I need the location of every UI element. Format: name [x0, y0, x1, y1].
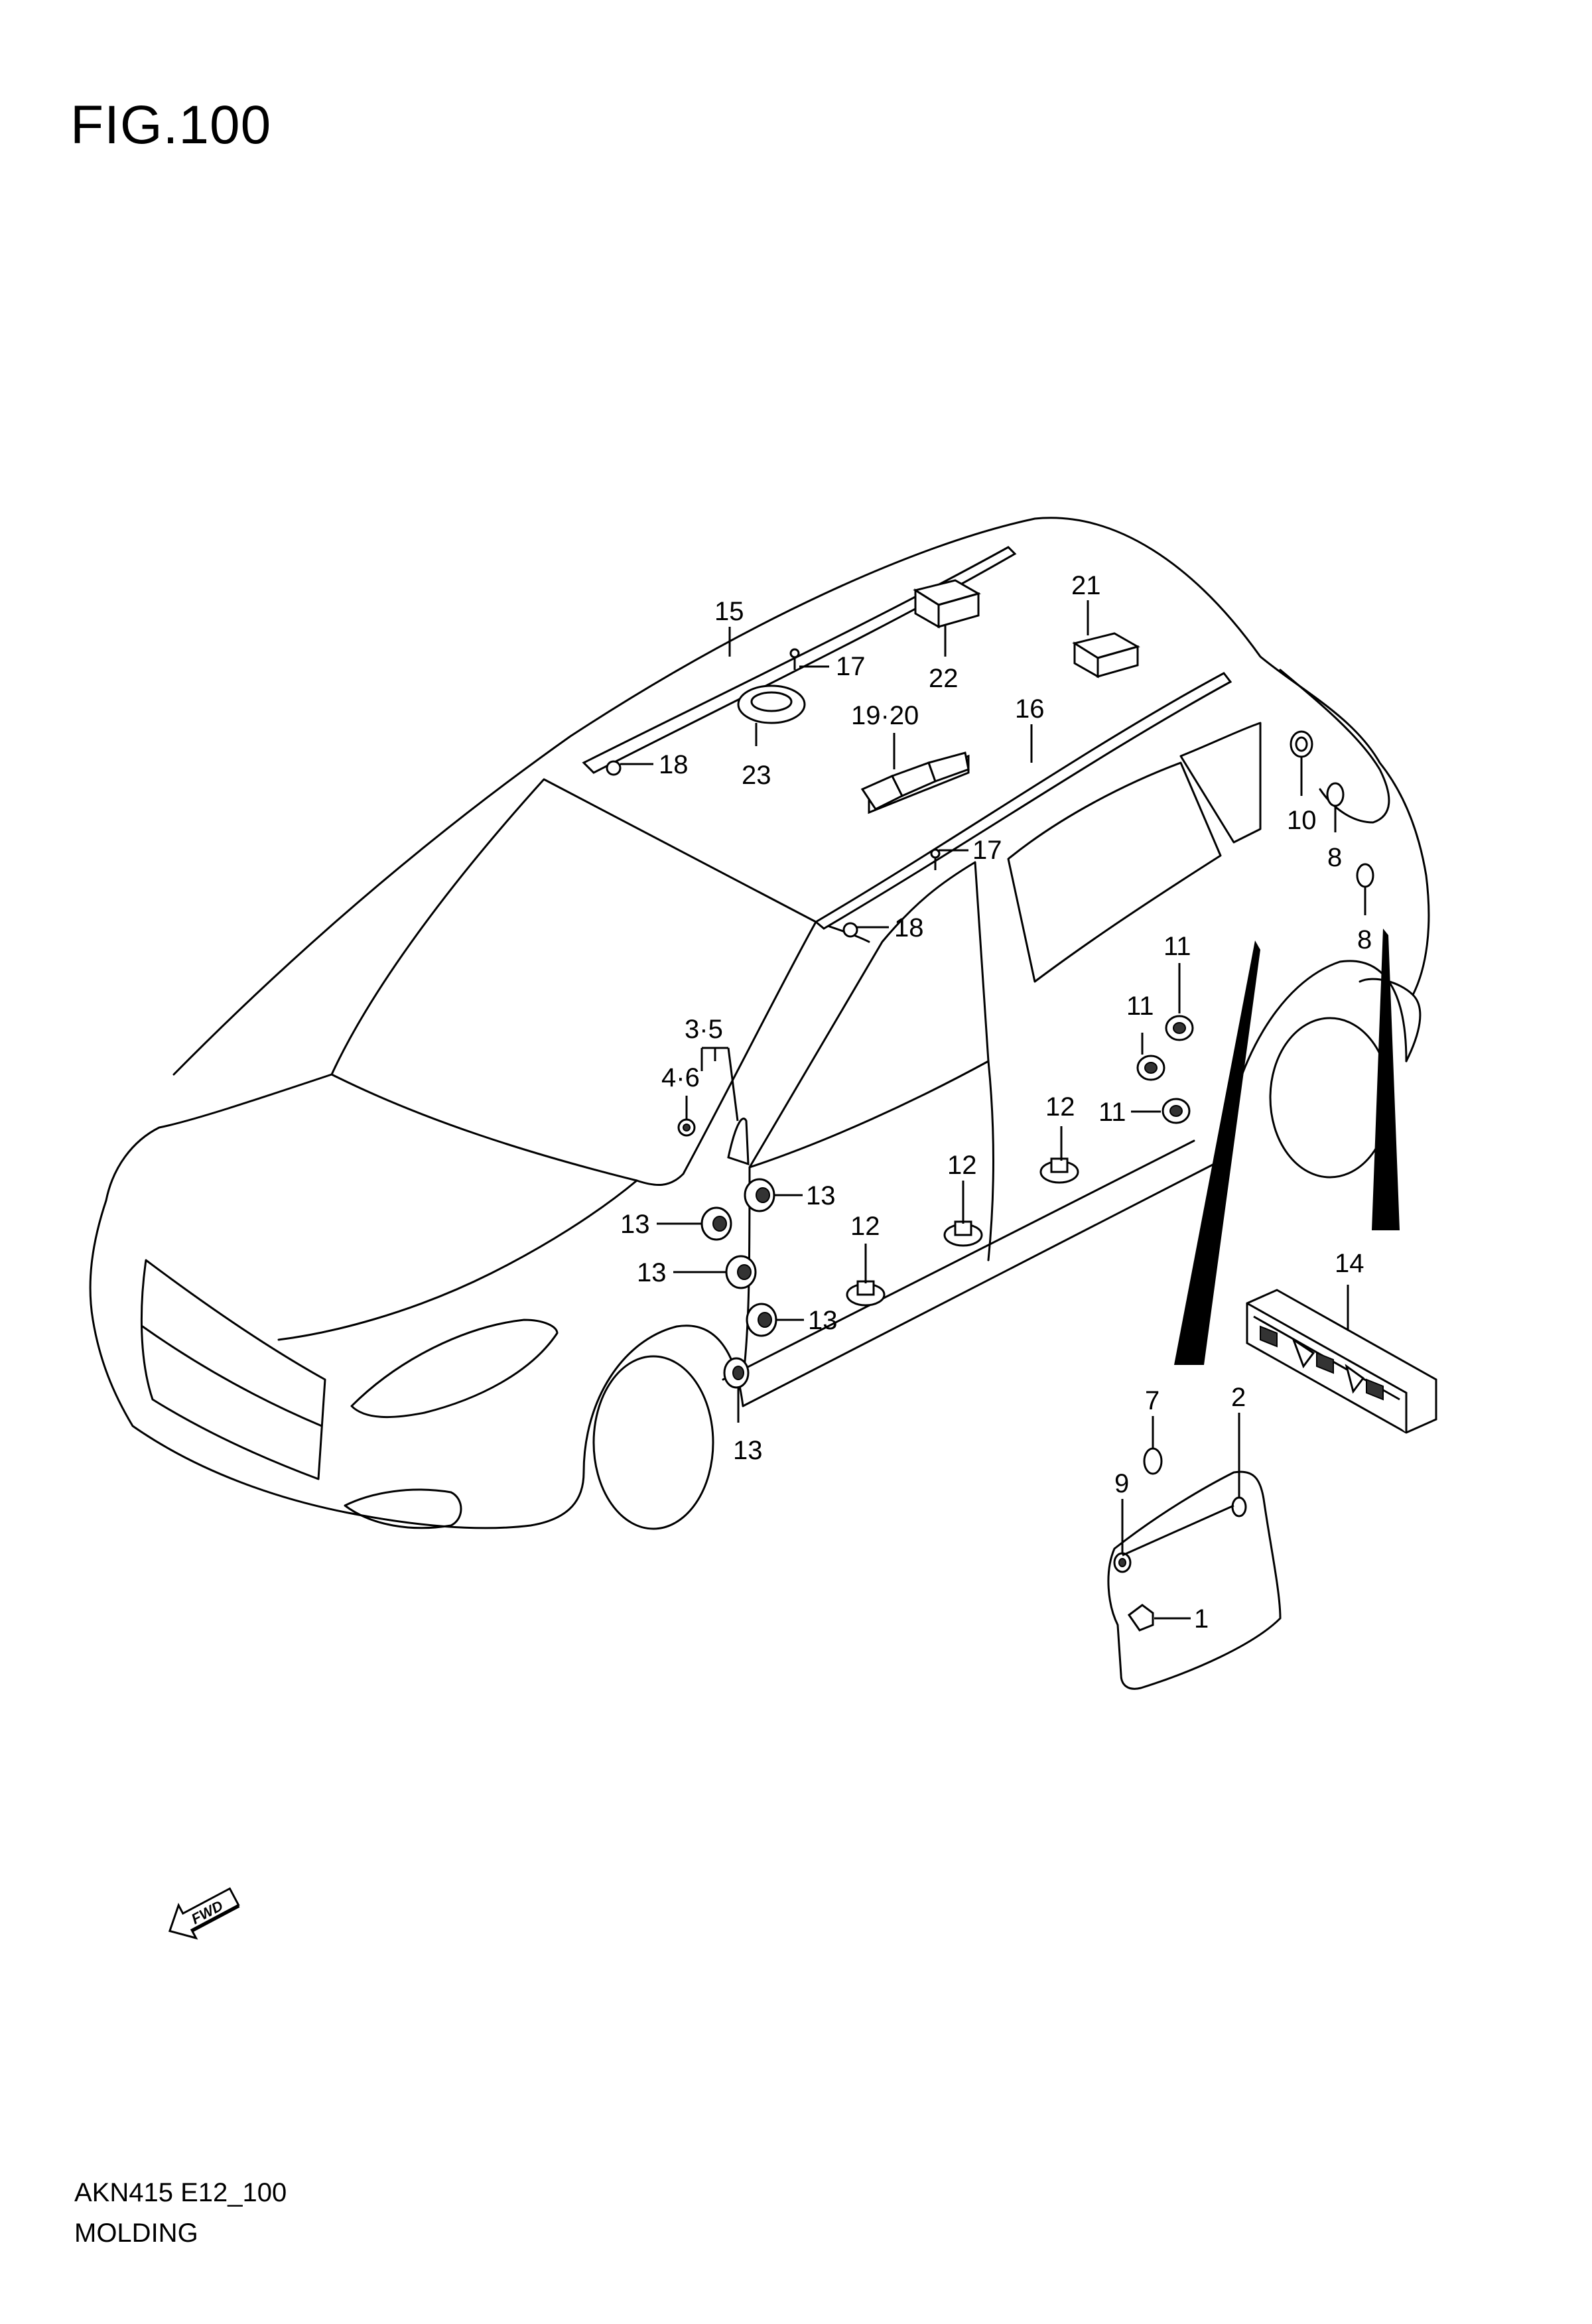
part-10-grommet: [1290, 730, 1313, 758]
callout-22: 22: [929, 664, 959, 693]
car-rear-bumper: [1359, 978, 1422, 1063]
explode-wedge-mud-flap: [1174, 940, 1260, 1365]
part-12-nut-mid: [943, 1220, 983, 1247]
part-11-grommet-mid: [1136, 1055, 1165, 1081]
part-11-grommet-low: [1161, 1098, 1191, 1124]
part-2-mud-flap: [1107, 1470, 1282, 1690]
part-13-grommet-1: [744, 1178, 775, 1212]
callout-3-5: 3·5: [685, 1015, 723, 1044]
callout-labels: 15 17 22 21 18 23 19·20 16 10 8 8 17 18 …: [620, 571, 1372, 1634]
callout-18-upper: 18: [659, 750, 689, 779]
part-9-clip: [1113, 1552, 1132, 1573]
car-windshield: [330, 778, 817, 1187]
callout-21: 21: [1071, 571, 1101, 600]
car-front-wheel: [592, 1355, 714, 1530]
figure-name: MOLDING: [74, 2219, 198, 2248]
part-22-pad: [913, 579, 981, 629]
car-front-fascia: [89, 1199, 585, 1529]
callout-23: 23: [742, 761, 771, 790]
explode-wedge-step: [1372, 929, 1400, 1230]
callout-8-lower: 8: [1357, 925, 1372, 954]
callout-12-right: 12: [1045, 1092, 1075, 1122]
part-2-flap-hole: [1231, 1496, 1247, 1517]
callout-9: 9: [1114, 1469, 1129, 1498]
car-rear-wheel: [1269, 1017, 1391, 1179]
callout-7: 7: [1145, 1386, 1160, 1415]
car-rear-door-line: [987, 1060, 994, 1261]
part-11-grommet-top: [1165, 1015, 1194, 1041]
callout-12-left: 12: [850, 1212, 880, 1241]
car-grille-bar: [141, 1325, 323, 1427]
roof-molding-left: [582, 546, 1017, 774]
part-7-plug: [1143, 1447, 1163, 1475]
part-13-grommet-4: [746, 1303, 777, 1337]
callout-17-upper: 17: [836, 652, 866, 681]
part-23-grommet: [737, 684, 806, 724]
part-12-nut-right: [1039, 1157, 1079, 1184]
car-front-side-window: [748, 861, 990, 1169]
callout-10: 10: [1287, 806, 1317, 835]
callout-14: 14: [1335, 1249, 1364, 1278]
part-8-plug-lower: [1356, 863, 1374, 888]
part-17-clip-lower: [930, 848, 941, 870]
car-rocker: [722, 1139, 1222, 1407]
car-rear-side-window: [1007, 761, 1222, 983]
callout-15: 15: [714, 597, 744, 626]
callout-12-mid: 12: [947, 1151, 977, 1180]
figure-title: FIG.100: [70, 95, 272, 155]
car-quarter-window: [1179, 722, 1262, 844]
part-13-grommet-5: [723, 1357, 750, 1389]
part-3-5-garnish: [727, 1118, 750, 1166]
part-14-side-step: [1246, 1289, 1437, 1434]
car-roof-outline: [172, 517, 1430, 1076]
callout-13-1: 13: [806, 1181, 836, 1210]
callout-17-lower: 17: [972, 836, 1002, 865]
part-17-clip-upper: [789, 648, 800, 670]
part-12-nut-left: [846, 1280, 886, 1307]
part-1-screw: [1127, 1604, 1154, 1632]
part-8-plug-upper: [1326, 782, 1345, 807]
callout-18-lower: 18: [894, 913, 924, 942]
callout-2: 2: [1231, 1383, 1246, 1412]
callout-13-3: 13: [637, 1258, 667, 1287]
car-grille: [140, 1259, 326, 1480]
callout-4-6: 4·6: [661, 1063, 700, 1092]
leader-lines: [620, 600, 1366, 1620]
part-18-cap-lower: [842, 922, 858, 938]
car-rear-hatch: [1279, 669, 1390, 824]
callout-11-mid: 11: [1126, 992, 1154, 1021]
car-hood-line: [277, 1179, 638, 1341]
figure-code: AKN415 E12_100: [74, 2178, 287, 2207]
car-outline: [89, 517, 1430, 1530]
callout-11-top: 11: [1163, 932, 1191, 961]
callout-19-20: 19·20: [851, 701, 919, 730]
part-18-cap-upper: [606, 760, 622, 776]
part-21-pad: [1072, 632, 1140, 678]
callout-8-upper: 8: [1327, 843, 1342, 872]
roof-molding-right: [814, 672, 1232, 930]
callout-13-2: 13: [620, 1210, 650, 1239]
car-front-wheel-arch: [582, 1324, 744, 1474]
part-13-grommet-3: [725, 1255, 757, 1289]
part-4-6-screw: [677, 1118, 696, 1137]
car-fog-light: [344, 1488, 462, 1529]
part-13-grommet-2: [700, 1206, 732, 1241]
callout-16: 16: [1015, 694, 1045, 724]
car-hood: [105, 1073, 333, 1202]
callout-13-4: 13: [808, 1306, 838, 1335]
part-19-20-bracket: [860, 751, 970, 814]
fwd-arrow-icon: FWD: [168, 1887, 240, 1940]
callout-13-5: 13: [733, 1436, 763, 1465]
callout-1: 1: [1194, 1604, 1209, 1634]
callout-11-low: 11: [1098, 1098, 1126, 1127]
car-headlight: [350, 1319, 559, 1418]
